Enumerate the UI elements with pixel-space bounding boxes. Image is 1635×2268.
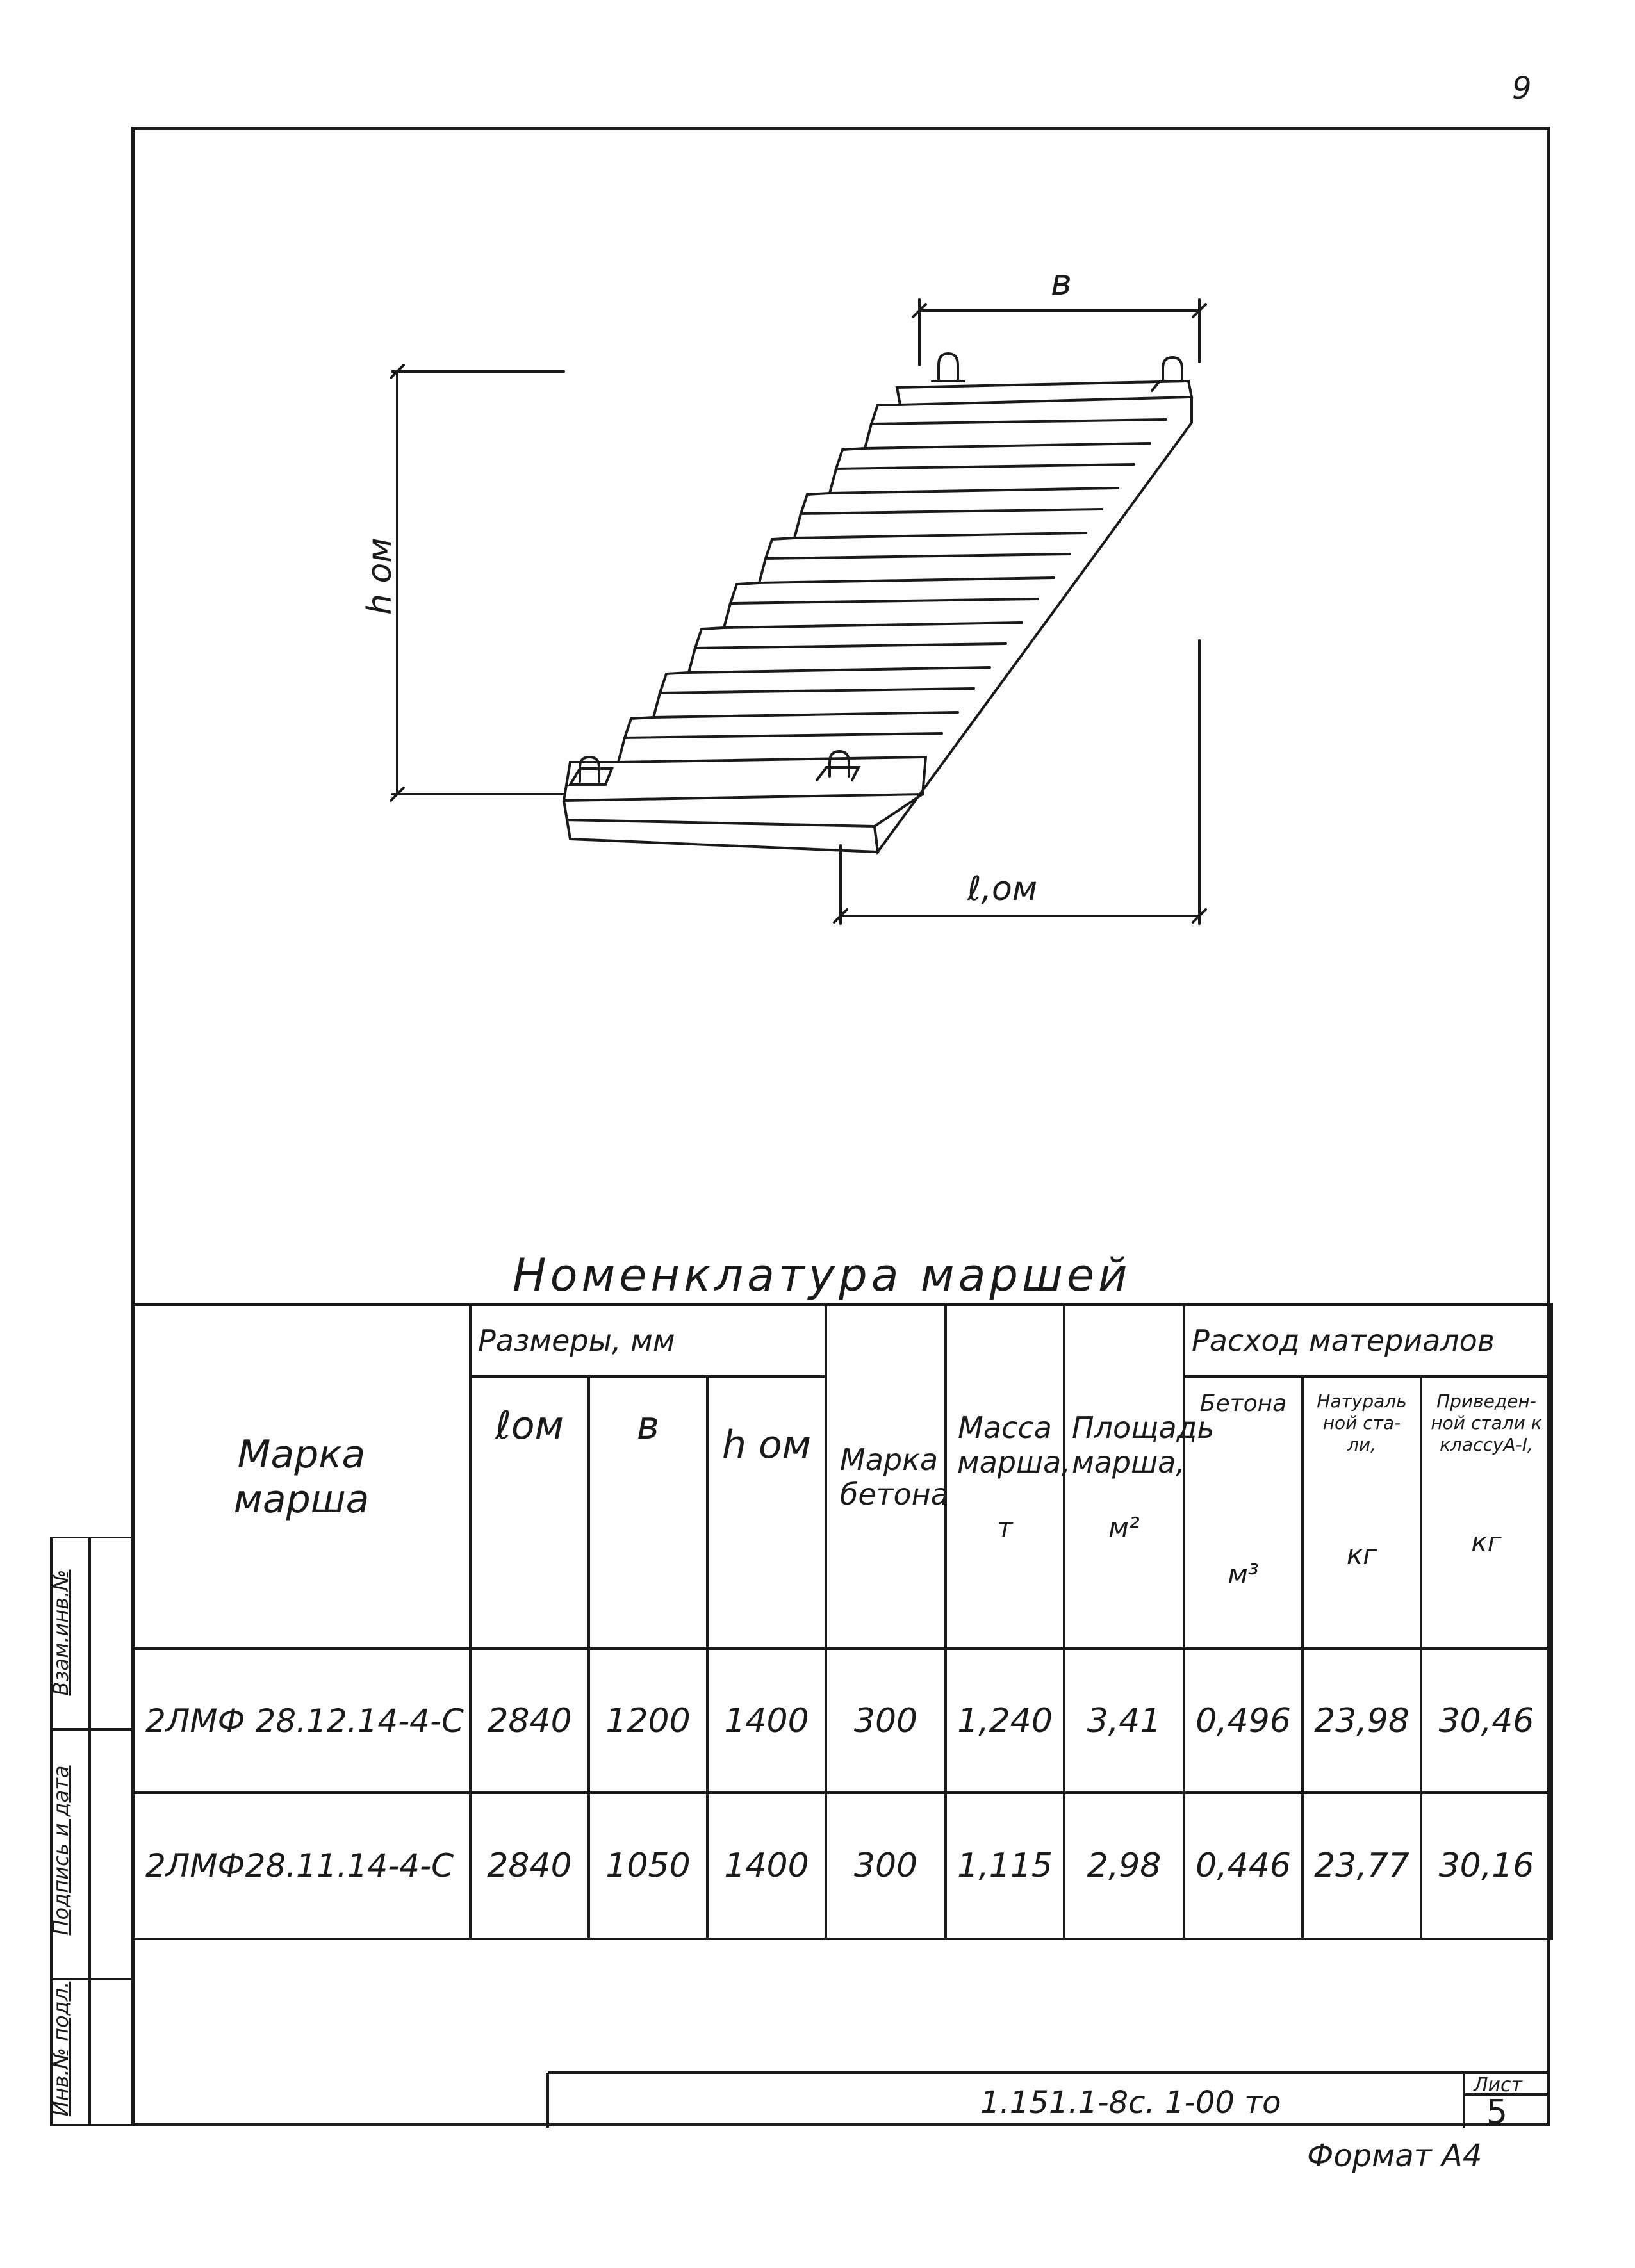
header-natural-steel: Натураль ной ста- ли, кг (1301, 1375, 1422, 1650)
row-l: 2840 (469, 1791, 590, 1940)
row-beton: 0,446 (1183, 1791, 1304, 1940)
format-label: Формат А4 (1307, 2138, 1483, 2174)
side-strip-grid (50, 1537, 131, 2126)
row-natural-steel: 23,98 (1301, 1647, 1422, 1794)
side-label-signature-date: Подпись и дата (49, 1765, 73, 1936)
table-title: Номенклатура маршей (513, 1249, 1131, 1301)
stamp-designation: 1.151.1-8с. 1-00 то (980, 2085, 1281, 2121)
header-sizes-group: Размеры, мм (469, 1303, 827, 1378)
side-label-inv-orig: Инв.№ подл. (49, 1981, 73, 2117)
stair-flight-drawing: в ℓ,ом h ом (361, 262, 1207, 925)
row-mass: 1,240 (944, 1647, 1065, 1794)
row-area: 3,41 (1063, 1647, 1185, 1794)
table-row: 2ЛМФ 28.12.14-4-С 2840 1200 1400 300 1,2… (131, 1647, 1553, 1794)
dimension-l-label: ℓ,ом (967, 870, 1037, 908)
row-mark: 2ЛМФ 28.12.14-4-С (131, 1647, 472, 1794)
row-b: 1200 (587, 1647, 709, 1794)
row-area: 2,98 (1063, 1791, 1185, 1940)
header-area: Площадь марша, м² (1063, 1303, 1215, 1650)
stamp-sheet-label: Лист (1474, 2074, 1523, 2096)
row-grade: 300 (825, 1791, 947, 1940)
row-reduced-steel: 30,46 (1420, 1647, 1553, 1794)
header-l: ℓом (469, 1375, 590, 1650)
dimension-b-label: в (1051, 262, 1072, 304)
row-h: 1400 (706, 1647, 827, 1794)
title-block (546, 2071, 1550, 2128)
nomenclature-table: Марка марша Размеры, мм Марка бетона Мас… (131, 1303, 1553, 1940)
row-beton: 0,496 (1183, 1647, 1304, 1794)
row-natural-steel: 23,77 (1301, 1791, 1422, 1940)
row-reduced-steel: 30,16 (1420, 1791, 1553, 1940)
header-beton: Бетона м³ (1183, 1375, 1304, 1650)
row-h: 1400 (706, 1791, 827, 1940)
row-grade: 300 (825, 1647, 947, 1794)
side-label-replace-inv: Взам.инв.№ (49, 1569, 73, 1696)
row-l: 2840 (469, 1647, 590, 1794)
header-mark: Марка марша (131, 1303, 472, 1650)
header-concrete-grade: Марка бетона (825, 1303, 949, 1650)
header-reduced-steel: Приведен- ной стали к классуА-I, кг (1420, 1375, 1553, 1650)
table-row: 2ЛМФ28.11.14-4-С 2840 1050 1400 300 1,11… (131, 1791, 1553, 1940)
dimension-h-label: h ом (361, 537, 399, 615)
row-mark: 2ЛМФ28.11.14-4-С (131, 1791, 472, 1940)
stamp-sheet-number: 5 (1486, 2093, 1508, 2132)
header-h: h ом (706, 1375, 827, 1650)
row-mass: 1,115 (944, 1791, 1065, 1940)
drawing-frame (131, 127, 1550, 2126)
page-number: 9 (1512, 70, 1532, 106)
header-materials-group: Расход материалов (1183, 1303, 1553, 1378)
header-b: в (587, 1375, 709, 1650)
header-mass: Масса марша, т (944, 1303, 1071, 1650)
row-b: 1050 (587, 1791, 709, 1940)
